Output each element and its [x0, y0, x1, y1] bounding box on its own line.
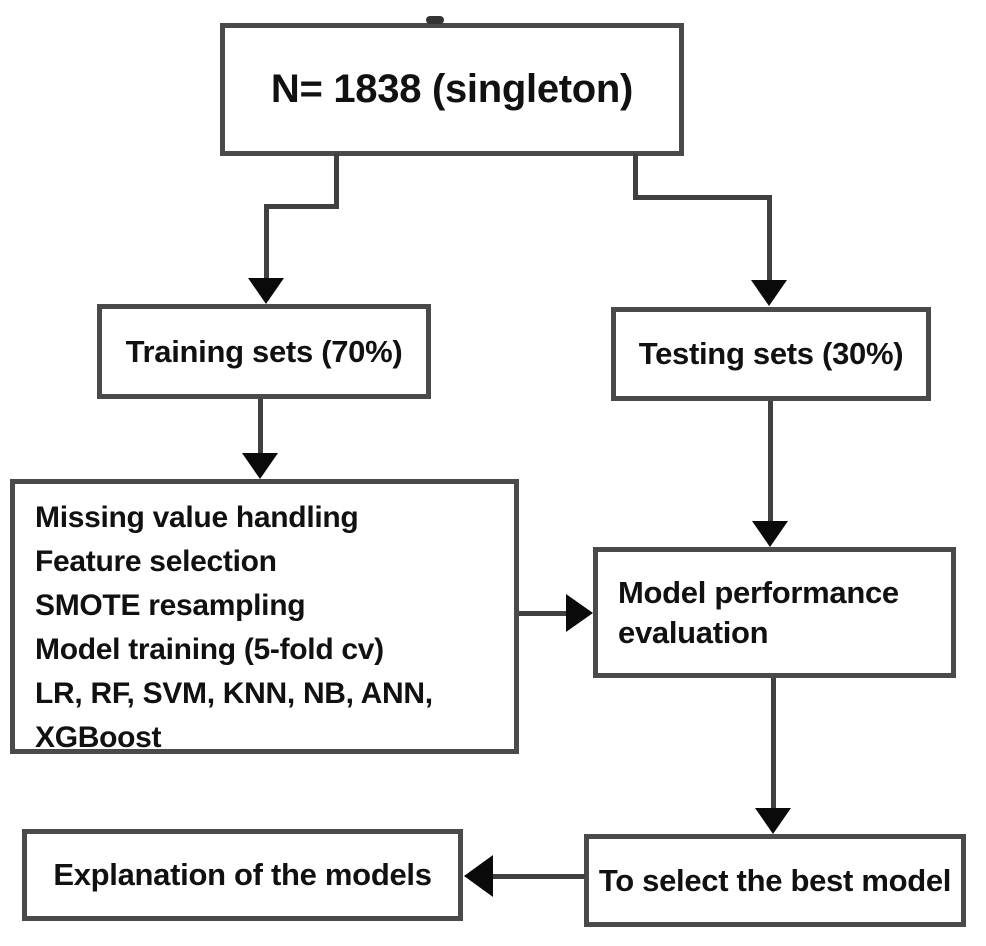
- arrowhead-into-evaluation-top: [752, 521, 788, 547]
- node-training-sets-label: Training sets (70%): [125, 333, 403, 369]
- pipeline-line-missing-values: Missing value handling: [35, 501, 359, 534]
- connector-total-to-training-drop: [334, 153, 339, 209]
- node-training-pipeline: Missing value handling Feature selection…: [10, 479, 519, 754]
- connector-total-to-testing-shaft: [767, 195, 772, 282]
- node-model-explanation-label: Explanation of the models: [53, 857, 432, 892]
- node-total-sample: N= 1838 (singleton): [220, 23, 684, 156]
- artifact-mark: [426, 16, 444, 24]
- node-testing-sets: Testing sets (30%): [611, 307, 931, 401]
- node-total-sample-label: N= 1838 (singleton): [270, 67, 634, 111]
- arrowhead-into-evaluation-left: [566, 594, 593, 632]
- connector-evaluation-to-selection: [771, 678, 776, 808]
- arrowhead-into-selection: [755, 808, 791, 834]
- arrowhead-into-explanation: [464, 855, 493, 897]
- node-select-best-model-label: To select the best model: [598, 862, 952, 898]
- pipeline-line-xgboost: XGBoost: [35, 721, 162, 754]
- connector-training-to-pipeline: [258, 399, 263, 455]
- arrowhead-into-pipeline: [242, 453, 278, 479]
- arrowhead-into-training: [248, 278, 284, 304]
- pipeline-line-feature-selection: Feature selection: [35, 545, 277, 578]
- connector-total-to-testing-step: [633, 195, 772, 200]
- connector-total-to-testing-drop: [633, 153, 638, 200]
- connector-total-to-training-shaft: [264, 204, 269, 280]
- node-model-evaluation-label: Model performance evaluation: [618, 574, 899, 650]
- pipeline-line-smote: SMOTE resampling: [35, 589, 306, 622]
- connector-testing-to-evaluation: [768, 401, 773, 521]
- node-model-explanation: Explanation of the models: [22, 829, 463, 921]
- pipeline-line-model-training: Model training (5-fold cv): [35, 633, 384, 666]
- node-testing-sets-label: Testing sets (30%): [638, 336, 904, 371]
- connector-total-to-training-step: [264, 204, 339, 209]
- connector-selection-to-explanation: [492, 874, 585, 879]
- node-model-evaluation: Model performance evaluation: [593, 547, 956, 678]
- arrowhead-into-testing: [751, 280, 787, 306]
- node-select-best-model: To select the best model: [584, 834, 966, 927]
- pipeline-line-model-list: LR, RF, SVM, KNN, NB, ANN,: [35, 677, 433, 710]
- connector-pipeline-to-evaluation: [519, 611, 567, 616]
- node-training-sets: Training sets (70%): [97, 304, 431, 399]
